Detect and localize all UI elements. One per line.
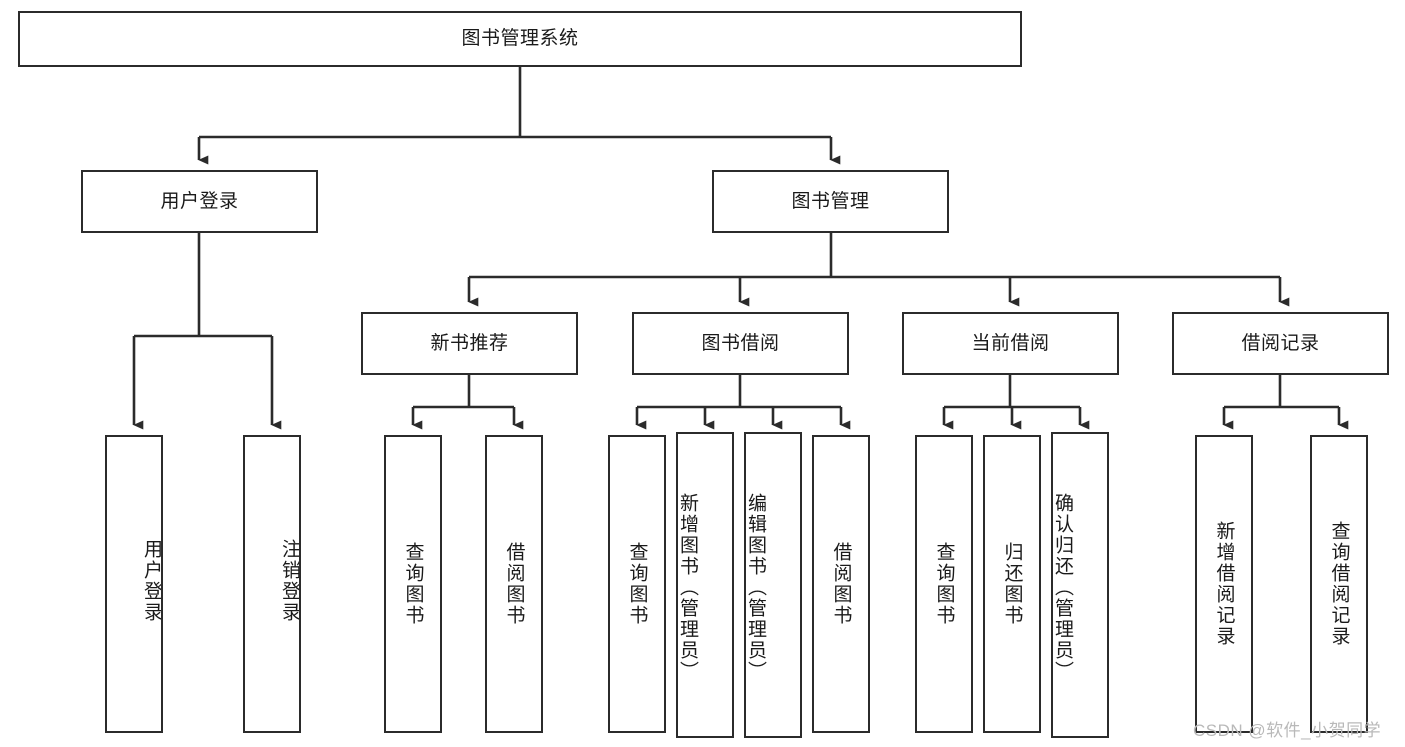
node-leaf-borrow-book-2-label: 借阅图书: [830, 542, 852, 626]
node-user-login-label: 用户登录: [160, 190, 239, 212]
node-leaf-confirm-return-admin-label: 确认归还（管理员）: [1052, 492, 1073, 682]
node-leaf-borrow-book-1[interactable]: 借阅图书: [485, 435, 543, 733]
node-leaf-edit-book-admin[interactable]: 编辑图书（管理员）: [744, 432, 802, 738]
node-new-book-recommend-label: 新书推荐: [430, 332, 509, 354]
node-leaf-user-login-label: 用户登录: [141, 539, 162, 623]
node-leaf-add-borrow-record-label: 新增借阅记录: [1213, 521, 1235, 647]
node-user-login[interactable]: 用户登录: [81, 170, 318, 233]
node-book-management-label: 图书管理: [791, 190, 870, 212]
csdn-watermark: CSDN @软件_小贺同学: [1193, 721, 1382, 740]
node-leaf-add-book-admin[interactable]: 新增图书（管理员）: [676, 432, 734, 738]
node-borrow-records-label: 借阅记录: [1241, 332, 1320, 354]
node-leaf-add-book-admin-label: 新增图书（管理员）: [677, 492, 698, 682]
node-leaf-query-book-2-label: 查询图书: [626, 542, 648, 626]
node-borrow-records[interactable]: 借阅记录: [1172, 312, 1389, 375]
node-leaf-add-borrow-record[interactable]: 新增借阅记录: [1195, 435, 1253, 733]
node-root-label: 图书管理系统: [461, 28, 579, 50]
node-book-management[interactable]: 图书管理: [712, 170, 949, 233]
node-leaf-logout-label: 注销登录: [279, 539, 300, 623]
node-leaf-query-borrow-record-label: 查询借阅记录: [1328, 521, 1350, 647]
node-current-borrow-label: 当前借阅: [971, 332, 1050, 354]
node-leaf-query-borrow-record[interactable]: 查询借阅记录: [1310, 435, 1368, 733]
node-book-borrow[interactable]: 图书借阅: [632, 312, 849, 375]
node-book-borrow-label: 图书借阅: [701, 332, 780, 354]
node-leaf-query-book-1[interactable]: 查询图书: [384, 435, 442, 733]
node-leaf-confirm-return-admin[interactable]: 确认归还（管理员）: [1051, 432, 1109, 738]
node-current-borrow[interactable]: 当前借阅: [902, 312, 1119, 375]
node-leaf-query-book-3-label: 查询图书: [933, 542, 955, 626]
node-leaf-edit-book-admin-label: 编辑图书（管理员）: [745, 492, 766, 682]
node-leaf-return-book-label: 归还图书: [1001, 542, 1023, 626]
node-leaf-query-book-3[interactable]: 查询图书: [915, 435, 973, 733]
node-leaf-query-book-2[interactable]: 查询图书: [608, 435, 666, 733]
node-leaf-borrow-book-2[interactable]: 借阅图书: [812, 435, 870, 733]
node-root[interactable]: 图书管理系统: [18, 11, 1022, 67]
node-new-book-recommend[interactable]: 新书推荐: [361, 312, 578, 375]
node-leaf-return-book[interactable]: 归还图书: [983, 435, 1041, 733]
node-leaf-logout[interactable]: 注销登录: [243, 435, 301, 733]
node-leaf-user-login[interactable]: 用户登录: [105, 435, 163, 733]
node-leaf-borrow-book-1-label: 借阅图书: [503, 542, 525, 626]
node-leaf-query-book-1-label: 查询图书: [402, 542, 424, 626]
